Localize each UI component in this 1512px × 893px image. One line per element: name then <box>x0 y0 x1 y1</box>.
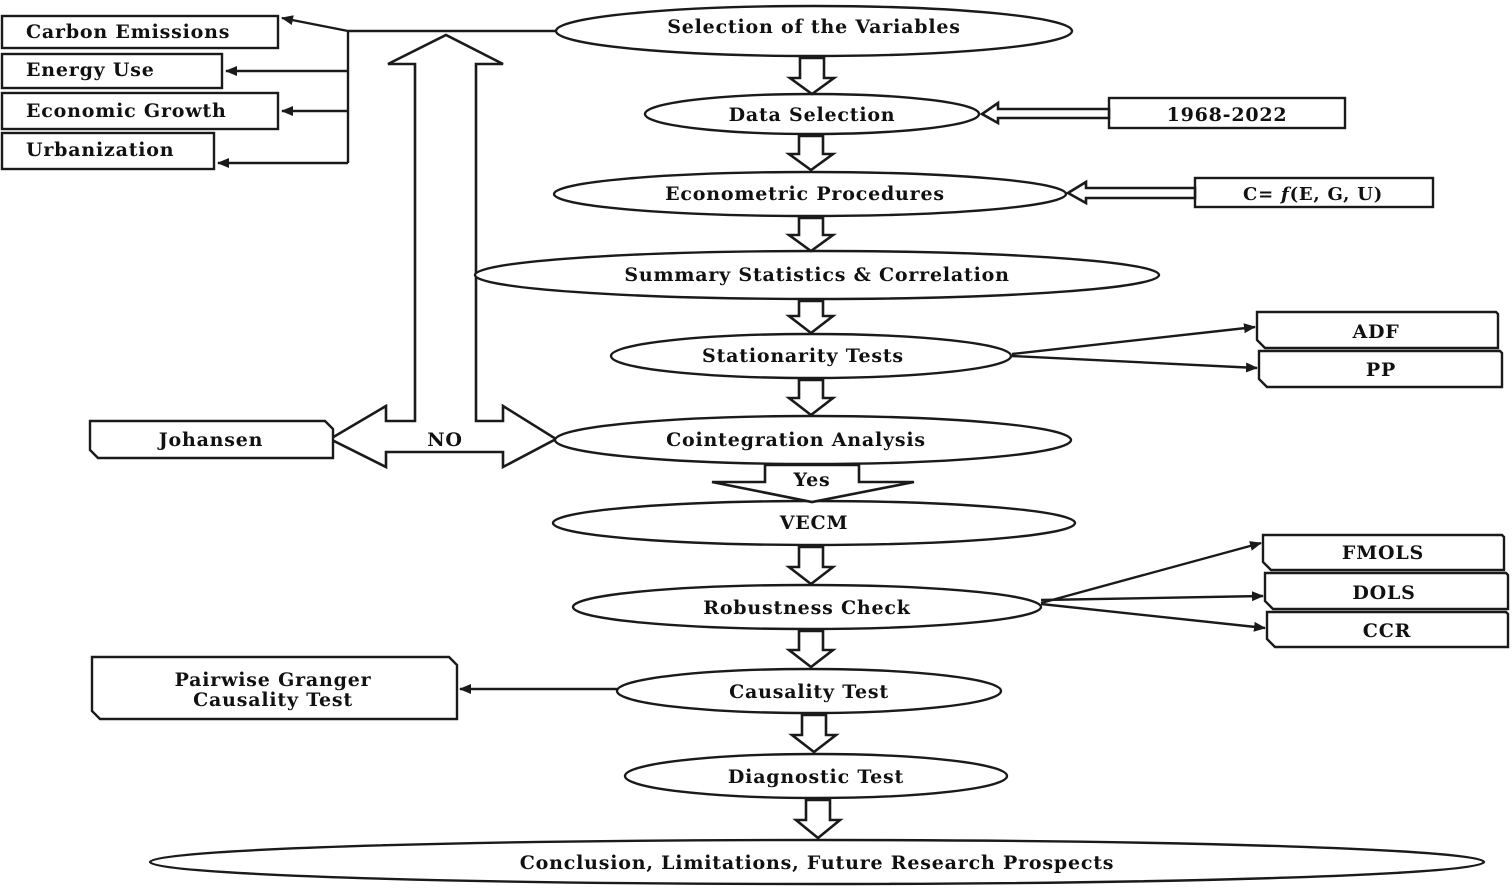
period-input-arrow <box>979 100 1111 126</box>
granger-label-line2: Causality Test <box>193 689 353 711</box>
node-label: Diagnostic Test <box>728 766 904 788</box>
stationarity-connectors <box>1011 323 1258 373</box>
granger-label-line1: Pairwise Granger <box>175 669 372 691</box>
node-conclusion: Conclusion, Limitations, Future Research… <box>148 838 1486 886</box>
node-diagnostic-test: Diagnostic Test <box>623 752 1009 800</box>
variable-label: Urbanization <box>26 139 174 161</box>
variable-label: Economic Growth <box>26 100 227 122</box>
node-label: Conclusion, Limitations, Future Research… <box>520 852 1115 874</box>
node-label: Selection of the Variables <box>667 16 960 38</box>
node-label: VECM <box>779 512 849 534</box>
variable-connectors <box>217 15 556 168</box>
variable-box-carbon-emissions: Carbon Emissions <box>0 14 280 50</box>
flow-down-arrows <box>711 56 915 840</box>
method-label: CCR <box>1363 620 1411 642</box>
node-label: Summary Statistics & Correlation <box>624 264 1009 286</box>
no-feedback-arrow <box>327 33 559 470</box>
pp-box: PP <box>1257 349 1504 389</box>
variable-label: Carbon Emissions <box>26 21 230 43</box>
down-arrow <box>785 134 837 172</box>
period-label: 1968-2022 <box>1167 104 1288 126</box>
down-arrow <box>785 378 837 417</box>
down-arrow <box>785 216 837 253</box>
johansen-box: Johansen <box>88 419 335 460</box>
method-label: FMOLS <box>1342 542 1424 564</box>
node-causality-test: Causality Test <box>615 667 1003 715</box>
node-cointegration-analysis: Cointegration Analysis <box>553 414 1073 466</box>
down-arrow <box>785 545 837 586</box>
model-input-arrow <box>1065 179 1197 206</box>
variable-box-economic-growth: Economic Growth <box>0 91 280 131</box>
node-econometric-procedures: Econometric Procedures <box>552 170 1068 218</box>
variable-box-urbanization: Urbanization <box>0 131 216 171</box>
node-selection-of-variables: Selection of the Variables <box>554 4 1074 58</box>
node-robustness-check: Robustness Check <box>571 583 1043 631</box>
robustness-connectors <box>1040 541 1266 632</box>
node-label: Causality Test <box>729 681 889 703</box>
yes-label: Yes <box>792 469 830 491</box>
no-label: NO <box>427 429 463 451</box>
down-arrow <box>786 56 838 96</box>
down-arrow <box>788 713 840 754</box>
ccr-box: CCR <box>1265 610 1510 649</box>
down-arrow <box>792 798 844 840</box>
node-vecm: VECM <box>551 499 1077 547</box>
model-equation: C= f(E, G, U) <box>1243 184 1383 205</box>
node-summary-statistics: Summary Statistics & Correlation <box>473 249 1161 301</box>
granger-box: Pairwise Granger Causality Test <box>90 655 459 721</box>
test-label: PP <box>1366 359 1396 381</box>
node-label: Data Selection <box>729 104 896 126</box>
model-box: C= f(E, G, U) <box>1193 176 1435 209</box>
node-label: Econometric Procedures <box>665 183 945 205</box>
test-label: ADF <box>1351 321 1399 343</box>
adf-box: ADF <box>1255 310 1500 350</box>
method-label: DOLS <box>1352 582 1415 604</box>
down-arrow <box>785 299 837 335</box>
yes-arrow <box>711 463 915 504</box>
node-label: Cointegration Analysis <box>666 429 926 451</box>
down-arrow <box>785 629 837 669</box>
variable-label: Energy Use <box>26 59 155 81</box>
fmols-box: FMOLS <box>1261 533 1506 572</box>
node-label: Robustness Check <box>703 597 911 619</box>
johansen-label: Johansen <box>157 429 264 451</box>
dols-box: DOLS <box>1263 571 1510 611</box>
node-data-selection: Data Selection <box>643 92 981 136</box>
node-label: Stationarity Tests <box>702 345 904 367</box>
node-stationarity-tests: Stationarity Tests <box>609 332 1013 380</box>
period-box: 1968-2022 <box>1107 96 1347 130</box>
variable-box-energy-use: Energy Use <box>0 52 224 90</box>
